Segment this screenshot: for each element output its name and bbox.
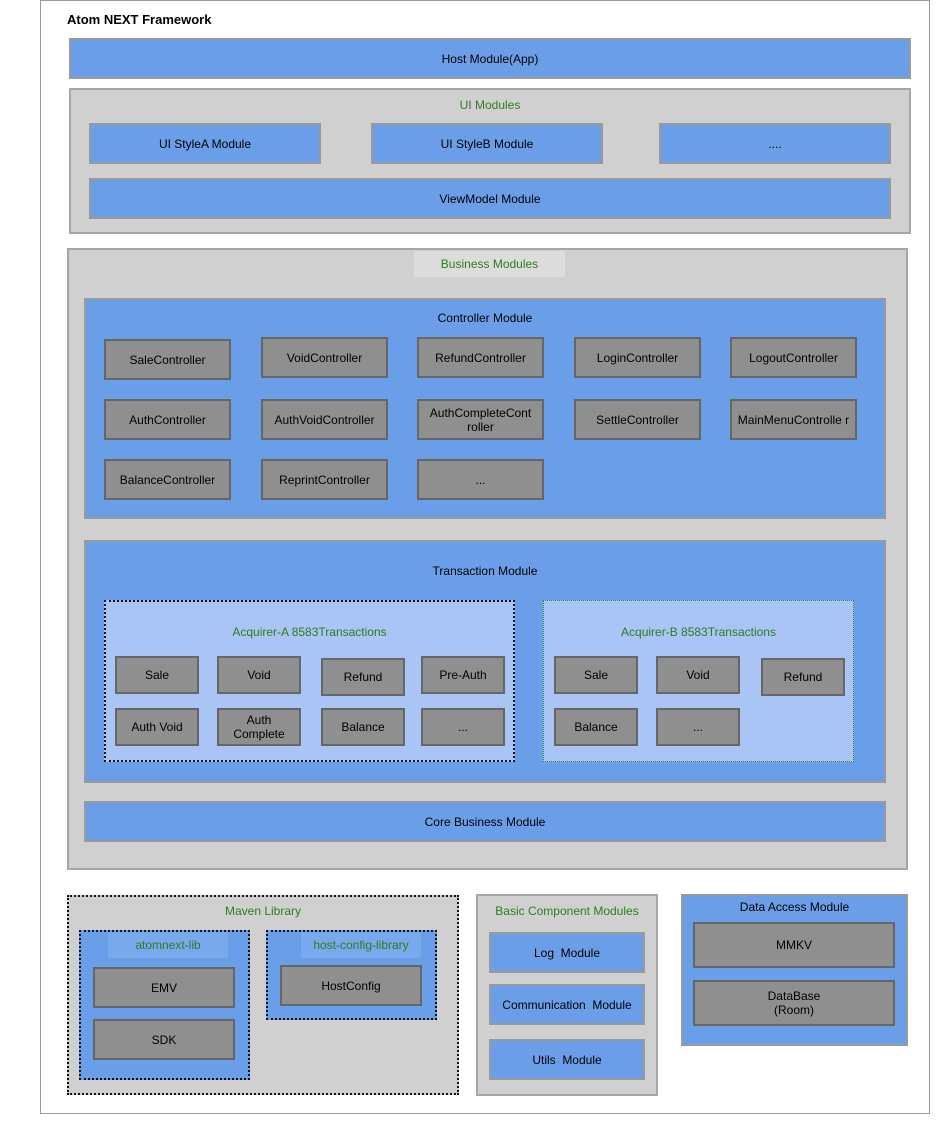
sale-controller: SaleController (104, 339, 231, 380)
logout-controller: LogoutController (730, 337, 857, 378)
utils-module: Utils Module (489, 1039, 645, 1080)
authvoid-controller: AuthVoidController (261, 399, 388, 440)
acquirer-b-refund: Refund (761, 658, 845, 696)
acquirer-b-label: Acquirer-B 8583Transactions (621, 625, 776, 639)
acquirer-a-refund: Refund (321, 658, 405, 696)
ui-modules-label: UI Modules (459, 98, 521, 112)
ui-more-module: .... (659, 123, 891, 164)
settle-controller: SettleController (574, 399, 701, 440)
acquirer-b-void: Void (656, 656, 740, 694)
refund-controller: RefundController (417, 337, 544, 378)
atomnext-lib-label: atomnext-lib (108, 932, 228, 958)
acquirer-a-authcomplete: Auth Complete (217, 708, 301, 746)
void-controller: VoidController (261, 337, 388, 378)
ui-stylea-module: UI StyleA Module (89, 123, 321, 164)
acquirer-a-sale: Sale (115, 656, 199, 694)
data-access-module-label: Data Access Module (739, 900, 850, 914)
maven-library-label: Maven Library (224, 904, 302, 918)
framework-title: Atom NEXT Framework (67, 12, 212, 27)
acquirer-a-more: ... (421, 708, 505, 746)
log-module: Log Module (489, 932, 645, 973)
ui-styleb-module: UI StyleB Module (371, 123, 603, 164)
emv-lib: EMV (93, 967, 235, 1008)
acquirer-a-label: Acquirer-A 8583Transactions (232, 625, 387, 639)
database-room-module: DataBase (Room) (693, 980, 895, 1026)
mmkv-module: MMKV (693, 922, 895, 968)
host-config-library-label: host-config-library (301, 932, 421, 958)
reprint-controller: ReprintController (261, 459, 388, 500)
core-business-module: Core Business Module (84, 801, 886, 842)
acquirer-a-preauth: Pre-Auth (421, 656, 505, 694)
basic-component-modules-label: Basic Component Modules (495, 904, 639, 918)
acquirer-a-void: Void (217, 656, 301, 694)
acquirer-b-more: ... (656, 708, 740, 746)
mainmenu-controller: MainMenuControlle r (730, 399, 857, 440)
more-controller: ... (417, 459, 544, 500)
hostconfig-lib: HostConfig (280, 965, 422, 1006)
communication-module: Communication Module (489, 984, 645, 1025)
sdk-lib: SDK (93, 1019, 235, 1060)
acquirer-b-sale: Sale (554, 656, 638, 694)
viewmodel-module: ViewModel Module (89, 178, 891, 219)
host-module: Host Module(App) (69, 38, 911, 79)
controller-module-label: Controller Module (437, 311, 533, 325)
acquirer-b-balance: Balance (554, 708, 638, 746)
login-controller: LoginController (574, 337, 701, 378)
balance-controller: BalanceController (104, 459, 231, 500)
acquirer-a-authvoid: Auth Void (115, 708, 199, 746)
authcomplete-controller: AuthCompleteCont roller (417, 399, 544, 440)
acquirer-a-balance: Balance (321, 708, 405, 746)
transaction-module-label: Transaction Module (432, 564, 538, 578)
business-modules-label: Business Modules (414, 251, 565, 277)
auth-controller: AuthController (104, 399, 231, 440)
